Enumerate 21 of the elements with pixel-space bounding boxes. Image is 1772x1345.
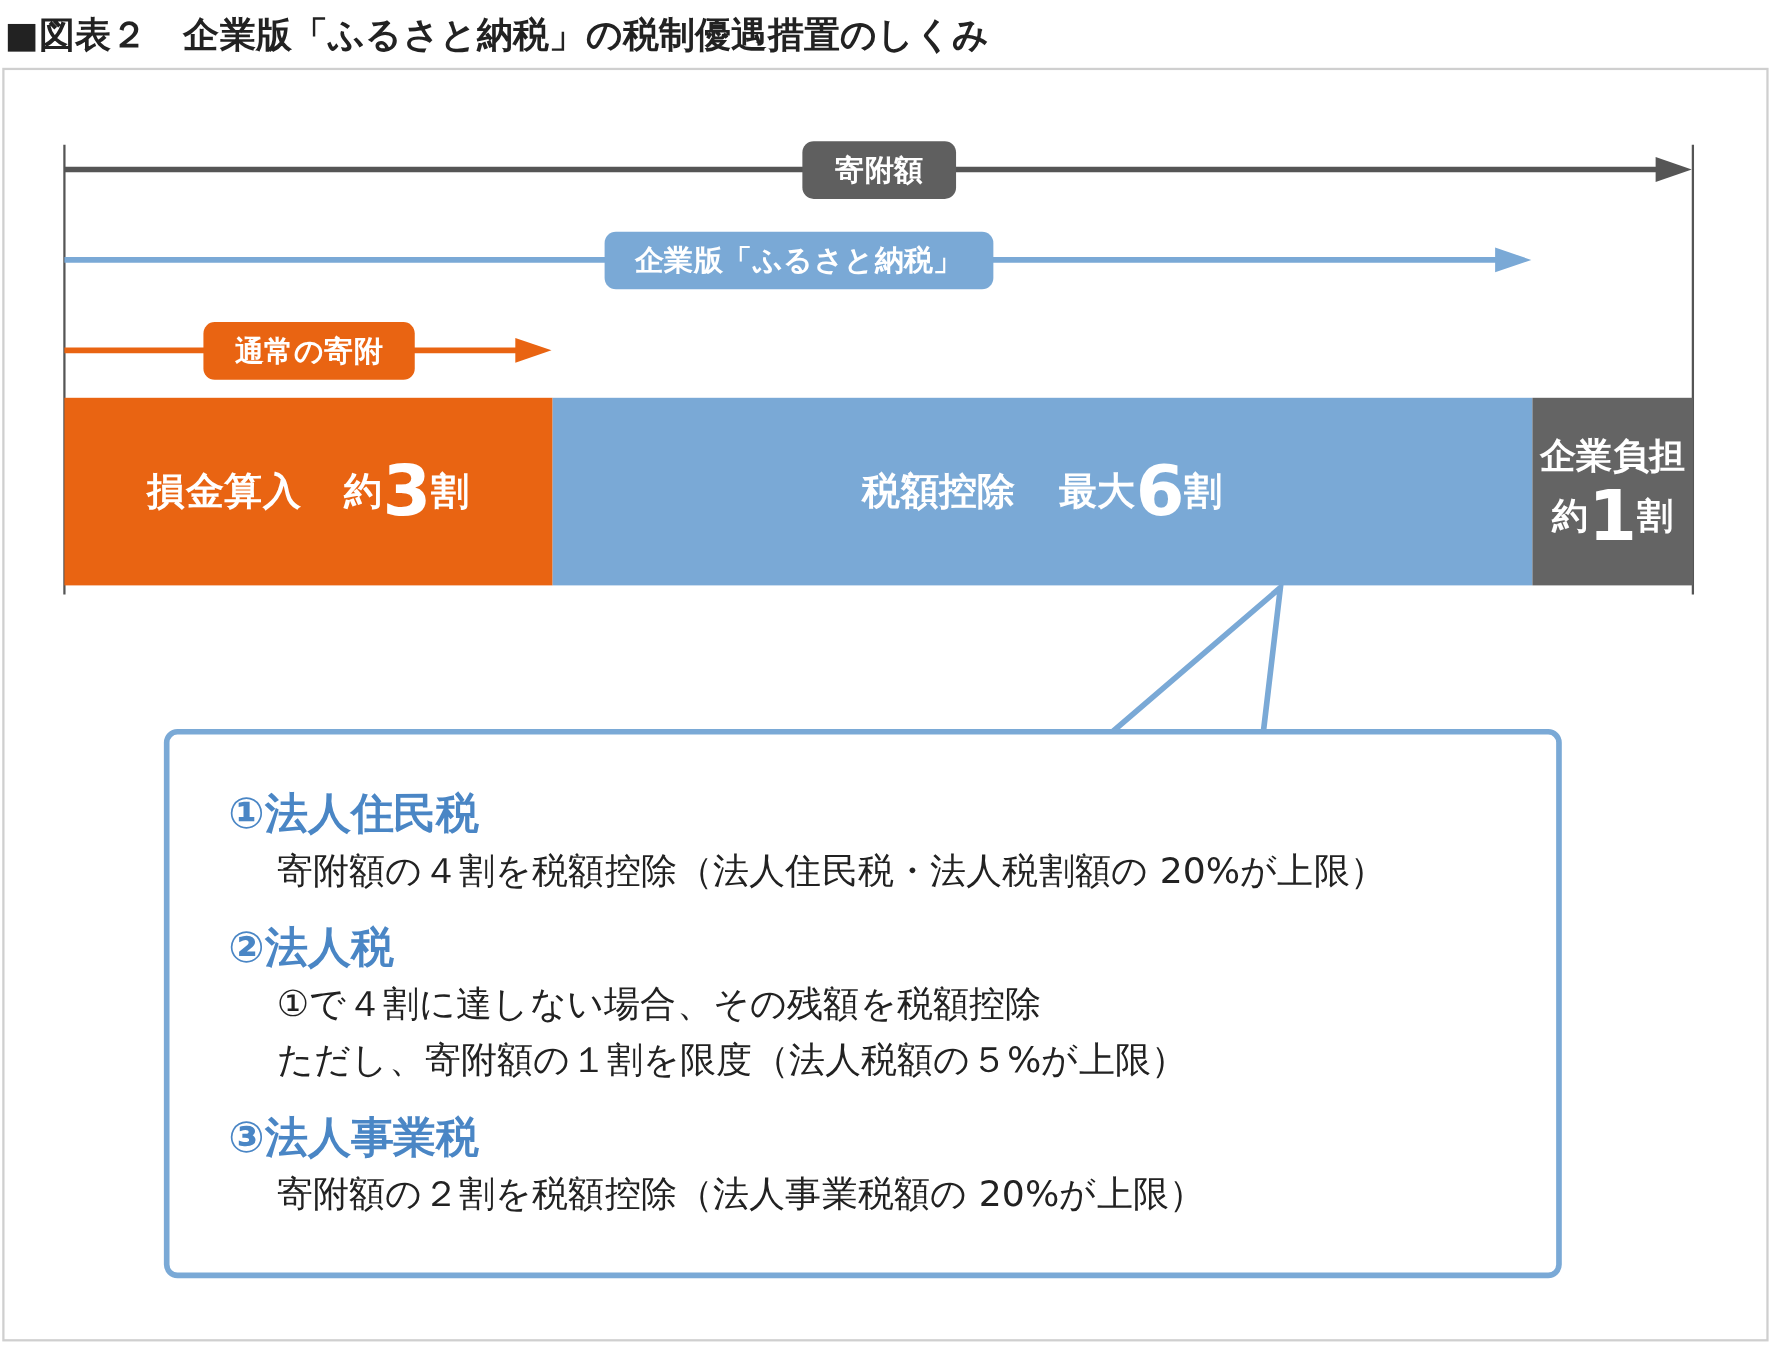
bar-segment (552, 397, 1533, 586)
pill-text: 通常の寄附 (235, 332, 384, 370)
callout-box (163, 728, 1562, 1279)
label-pill (203, 322, 415, 380)
body-text: 寄附額の２割を税額控除（法人事業税額の 20%が上限） (275, 1170, 1206, 1217)
section-heading: ③法人事業税 (228, 1111, 481, 1164)
diagram-title: ■図表２ 企業版「ふるさと納税」の税制優遇措置のしくみ (4, 12, 990, 59)
segment-text: 企業負担 (1540, 432, 1685, 479)
body-text: ただし、寄附額の１割を限度（法人税額の５%が上限） (275, 1037, 1189, 1084)
segment-text: 税額控除 (862, 466, 1016, 516)
segment-text: 損金算入 (147, 466, 302, 516)
label-pill (604, 231, 994, 290)
label-pill (802, 141, 957, 199)
section-heading: ②法人税 (228, 921, 395, 974)
section-heading: ①法人住民税 (228, 787, 481, 841)
bar-segment (1532, 397, 1693, 586)
body-text: ①で４割に達しない場合、その残額を税額控除 (275, 981, 1043, 1027)
body-text: 寄附額の４割を税額控除（法人住民税・法人税割額の 20%が上限） (275, 847, 1387, 894)
bar-segment (64, 397, 553, 586)
pill-text: 企業版「ふるさと納税」 (635, 241, 963, 279)
pill-text: 寄附額 (835, 151, 924, 189)
